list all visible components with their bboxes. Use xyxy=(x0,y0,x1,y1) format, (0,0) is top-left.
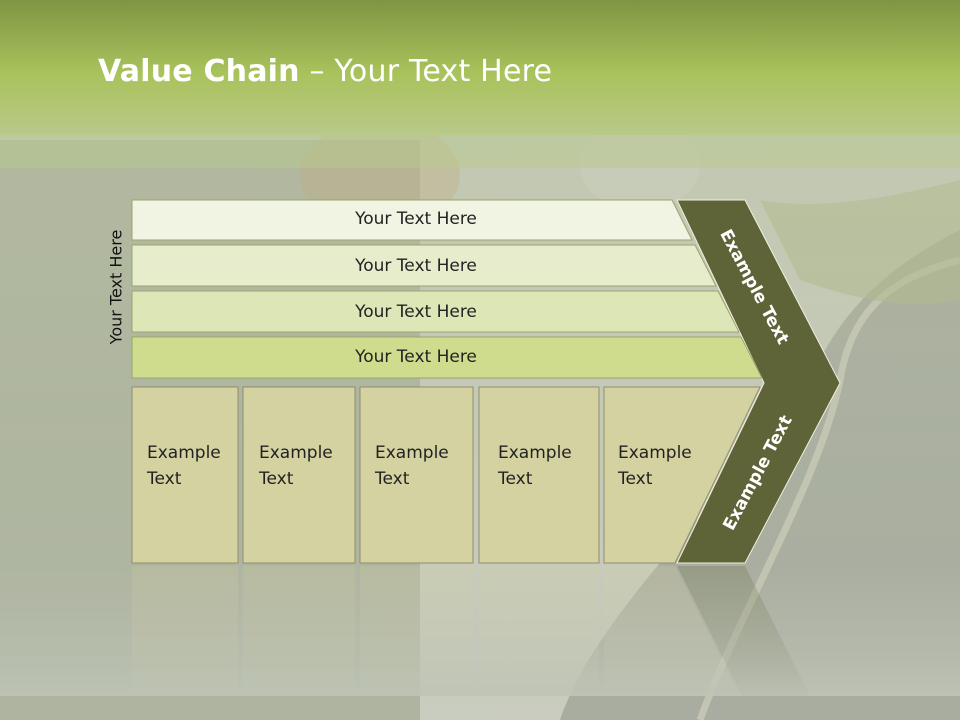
box-5 xyxy=(603,386,761,564)
box-text-3-line2: Text xyxy=(375,469,410,489)
box-text-5-line1: Example xyxy=(618,443,692,463)
row-bar-1 xyxy=(131,199,693,241)
row-bar-3 xyxy=(131,290,740,333)
box-text-2-line2: Text xyxy=(259,469,294,489)
row-label-3: Your Text Here xyxy=(355,302,477,322)
box-1 xyxy=(131,386,239,564)
box-text-4-line2: Text xyxy=(498,469,533,489)
row-bar-2 xyxy=(131,244,717,287)
box-text-3-line1: Example xyxy=(375,443,449,463)
row-bar-4 xyxy=(131,336,763,379)
box-text-1: Example Text xyxy=(147,440,221,492)
box-text-5-line2: Text xyxy=(618,469,653,489)
row-label-4: Your Text Here xyxy=(355,347,477,367)
box-3 xyxy=(359,386,474,564)
box-text-2-line1: Example xyxy=(259,443,333,463)
box-text-4-line1: Example xyxy=(498,443,572,463)
box-text-1-line2: Text xyxy=(147,469,182,489)
title-rest: – Your Text Here xyxy=(299,54,553,89)
row-label-1: Your Text Here xyxy=(355,209,477,229)
box-4 xyxy=(478,386,600,564)
chevron-shape xyxy=(676,199,841,564)
row-label-2: Your Text Here xyxy=(355,256,477,276)
slide-title: Value Chain – Your Text Here xyxy=(98,54,552,89)
box-text-5: Example Text xyxy=(618,440,692,492)
box-text-4: Example Text xyxy=(498,440,572,492)
box-2 xyxy=(242,386,356,564)
box-text-1-line1: Example xyxy=(147,443,221,463)
box-text-2: Example Text xyxy=(259,440,333,492)
reflection-fade xyxy=(0,566,960,696)
box-text-3: Example Text xyxy=(375,440,449,492)
title-bold: Value Chain xyxy=(98,54,300,89)
